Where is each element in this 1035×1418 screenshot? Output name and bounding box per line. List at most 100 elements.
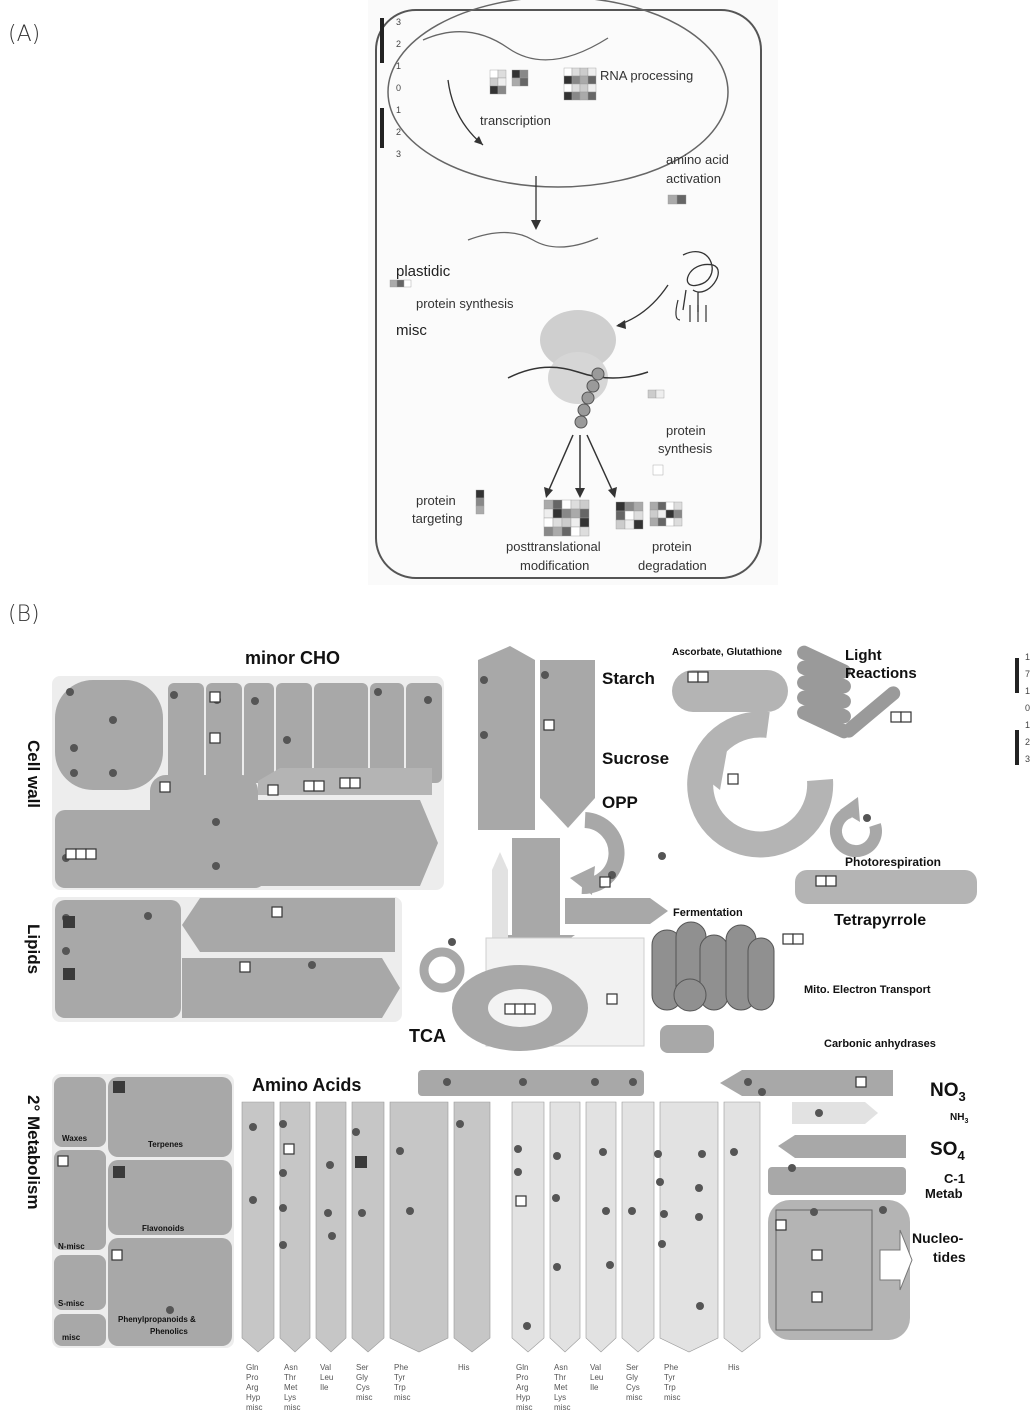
- amino-acid-name: His: [728, 1363, 740, 1372]
- light-reactions-label-1: Light: [845, 647, 882, 664]
- amino-acid-column: [622, 1102, 654, 1352]
- expression-dot: [144, 912, 152, 920]
- expression-dot: [406, 1207, 414, 1215]
- protein-targeting-label-1: protein: [416, 493, 456, 508]
- amino-acid-name: Gly: [626, 1373, 638, 1382]
- minor-cho-label: minor CHO: [245, 648, 340, 668]
- ascorbate-label: Ascorbate, Glutathione: [672, 647, 782, 658]
- nucleotides-label-2: tides: [933, 1249, 966, 1265]
- heat-cell: [562, 518, 571, 527]
- scale-tick: 0: [1025, 703, 1030, 713]
- scale-tick: 3: [396, 17, 401, 27]
- scale-tick: 0: [396, 83, 401, 93]
- heat-cell: [476, 506, 484, 514]
- expression-dot: [170, 691, 178, 699]
- protein-degradation-label-1: protein: [652, 539, 692, 554]
- heat-cell: [544, 509, 553, 518]
- lipids-label: Lipids: [24, 924, 43, 974]
- heat-cell: [648, 390, 656, 398]
- scale-tick: 1: [396, 61, 401, 71]
- heat-cell: [616, 520, 625, 529]
- heat-cell: [544, 527, 553, 536]
- amino-acid-column: [724, 1102, 760, 1352]
- heat-cell: [404, 280, 411, 287]
- heat-cell: [498, 70, 506, 78]
- expression-dot: [553, 1152, 561, 1160]
- heat-square: [544, 720, 554, 730]
- heat-square: [66, 849, 76, 859]
- heat-cell: [588, 92, 596, 100]
- heat-cell: [571, 518, 580, 527]
- protein-synthesis-right-label-1: protein: [666, 423, 706, 438]
- heat-square: [304, 781, 314, 791]
- heat-cell: [616, 511, 625, 520]
- amino-acid-name: Met: [554, 1383, 568, 1392]
- expression-dot: [66, 688, 74, 696]
- expression-dot: [249, 1196, 257, 1204]
- misc-2-label: misc: [62, 1333, 81, 1342]
- amino-acid-name: His: [458, 1363, 470, 1372]
- heat-square: [793, 934, 803, 944]
- heat-cell: [650, 502, 658, 510]
- amino-acid-column: [454, 1102, 490, 1352]
- expression-dot: [695, 1184, 703, 1192]
- waxes-label: Waxes: [62, 1134, 88, 1143]
- expression-dot: [251, 697, 259, 705]
- amino-acid-name: Ser: [356, 1363, 369, 1372]
- amino-acid-name: Tyr: [394, 1373, 405, 1382]
- expression-dot: [879, 1206, 887, 1214]
- expression-dot: [810, 1208, 818, 1216]
- amino-acid-name: Gly: [356, 1373, 368, 1382]
- expression-dot: [448, 938, 456, 946]
- flavonoids-label: Flavonoids: [142, 1224, 185, 1233]
- expression-dot: [279, 1120, 287, 1128]
- heat-cell: [666, 502, 674, 510]
- expression-dot: [744, 1078, 752, 1086]
- heat-cell: [580, 500, 589, 509]
- heat-cell: [397, 280, 404, 287]
- heat-square: [314, 781, 324, 791]
- expression-dot: [514, 1168, 522, 1176]
- heat-cell: [498, 86, 506, 94]
- heat-square: [728, 774, 738, 784]
- amino-acid-name: Thr: [284, 1373, 296, 1382]
- expression-dot: [698, 1150, 706, 1158]
- heat-square: [688, 672, 698, 682]
- expression-dot: [658, 852, 666, 860]
- heat-square-dark: [113, 1166, 125, 1178]
- protein-degradation-label-2: degradation: [638, 558, 707, 573]
- panel-a-diagram: 3210123 RNA processing transcription ami…: [368, 0, 778, 585]
- protein-synthesis-left-label: protein synthesis: [416, 296, 514, 311]
- heat-square: [284, 1144, 294, 1154]
- heat-cell: [634, 511, 643, 520]
- heat-cell: [564, 68, 572, 76]
- heat-cell: [625, 502, 634, 511]
- heat-cell: [562, 527, 571, 536]
- expression-dot: [328, 1232, 336, 1240]
- amino-acid-name: Cys: [626, 1383, 640, 1392]
- amino-acid-column: [550, 1102, 580, 1352]
- cell-wall-label: Cell wall: [24, 740, 43, 808]
- expression-dot: [352, 1128, 360, 1136]
- s-misc-label: S-misc: [58, 1299, 85, 1308]
- sucrose-label: Sucrose: [602, 749, 669, 768]
- heat-square: [505, 1004, 515, 1014]
- heat-cell: [625, 520, 634, 529]
- amino-acid-name: Hyp: [516, 1393, 531, 1402]
- misc-label: misc: [396, 322, 427, 339]
- amino-acid-name: Asn: [554, 1363, 568, 1372]
- heat-cell: [674, 502, 682, 510]
- scale-tick: 2: [1025, 737, 1030, 747]
- heat-cell: [616, 502, 625, 511]
- heat-cell: [572, 68, 580, 76]
- color-scale-b: [1015, 658, 1019, 765]
- heat-cell: [476, 498, 484, 506]
- amino-acid-column: [316, 1102, 346, 1352]
- heat-cell: [668, 195, 677, 204]
- heat-cell: [564, 84, 572, 92]
- heat-cell: [520, 78, 528, 86]
- heat-cell: [564, 92, 572, 100]
- heat-cell: [544, 500, 553, 509]
- protein-synthesis-right-label-2: synthesis: [658, 441, 713, 456]
- expression-dot: [599, 1148, 607, 1156]
